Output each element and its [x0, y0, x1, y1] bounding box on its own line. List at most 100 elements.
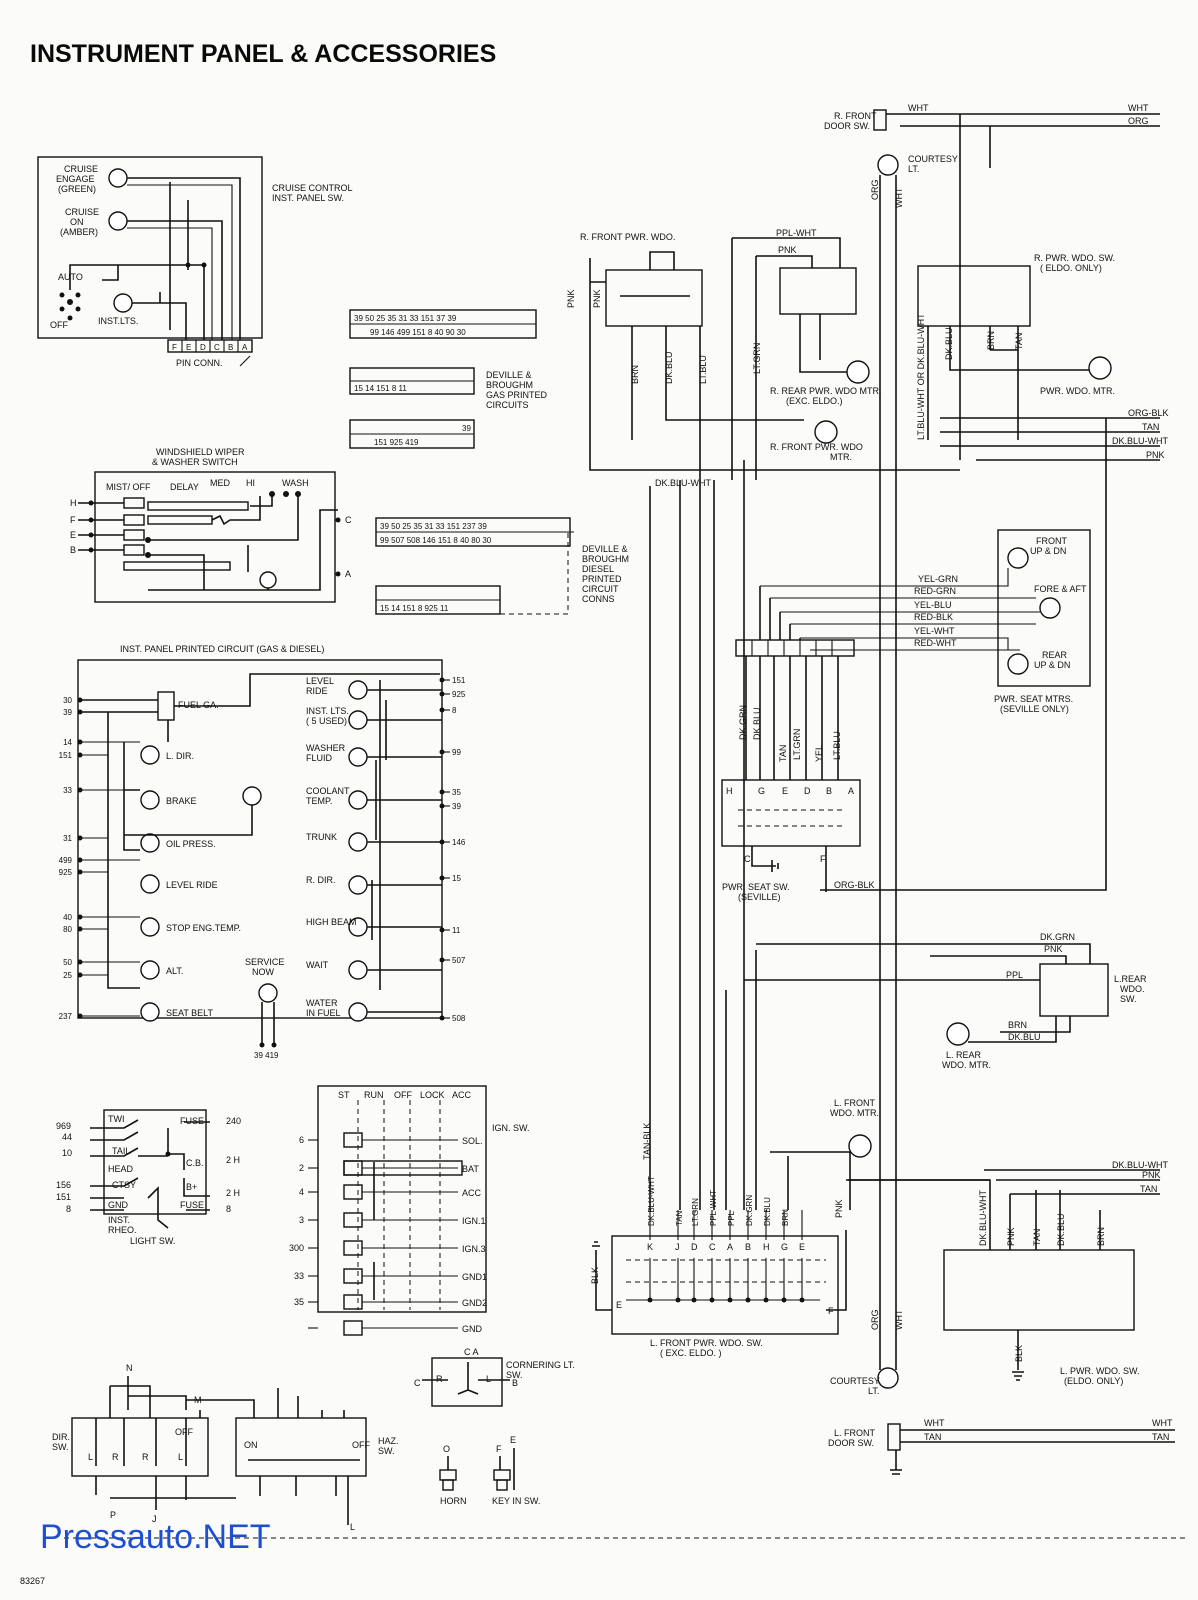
- svg-text:156: 156: [56, 1180, 71, 1190]
- svg-text:( ELDO. ONLY): ( ELDO. ONLY): [1040, 263, 1102, 273]
- svg-text:HAZ.: HAZ.: [378, 1436, 399, 1446]
- svg-text:ORG: ORG: [870, 179, 880, 200]
- svg-text:SW.: SW.: [506, 1370, 523, 1380]
- svg-text:39 419: 39 419: [254, 1051, 279, 1060]
- svg-text:IGN. SW.: IGN. SW.: [492, 1123, 530, 1133]
- r-rear-wdo-motor-icon: [846, 360, 870, 384]
- svg-text:PNK: PNK: [1044, 944, 1063, 954]
- svg-text:TAN: TAN: [1014, 333, 1024, 350]
- lamp-label: LEVEL: [306, 676, 334, 686]
- svg-text:TAN: TAN: [924, 1432, 941, 1442]
- lamp-icon: [348, 832, 368, 852]
- svg-text:HEAD: HEAD: [108, 1164, 134, 1174]
- svg-text:WASH: WASH: [282, 478, 309, 488]
- terminal-label: B: [745, 1242, 751, 1252]
- printed-circuit-tables: 39 50 25 35 31 33 151 37 39 99 146 499 1…: [349, 309, 629, 615]
- svg-text:KEY IN SW.: KEY IN SW.: [492, 1496, 540, 1506]
- svg-text:DK.BLU: DK.BLU: [944, 327, 954, 360]
- svg-text:UP & DN: UP & DN: [1034, 660, 1070, 670]
- svg-text:N: N: [126, 1363, 133, 1373]
- pin-label: 33: [63, 786, 72, 795]
- svg-text:R. REAR PWR. WDO MTR.: R. REAR PWR. WDO MTR.: [770, 386, 882, 396]
- lamp-icon: [140, 745, 160, 765]
- fore-aft-motor-icon: [1039, 597, 1061, 619]
- svg-text:A: A: [848, 786, 854, 796]
- svg-text:LOCK: LOCK: [420, 1090, 445, 1100]
- svg-text:E: E: [70, 530, 76, 540]
- inst-lts-lamp-icon: [113, 293, 133, 313]
- svg-text:TAN-BLK: TAN-BLK: [642, 1123, 652, 1160]
- pin-label: 99: [452, 748, 461, 757]
- svg-text:BROUGHM: BROUGHM: [582, 554, 629, 564]
- svg-text:YEL: YEL: [814, 745, 824, 762]
- svg-text:A: A: [242, 343, 248, 352]
- svg-text:F: F: [828, 1306, 834, 1316]
- wire-color-label: TAN: [675, 1210, 684, 1226]
- svg-text:TAN: TAN: [1140, 1184, 1157, 1194]
- lamp-label: OIL PRESS.: [166, 839, 216, 849]
- svg-text:GND: GND: [108, 1200, 129, 1210]
- pin-label: 146: [452, 838, 466, 847]
- cruise-engage-lamp-icon: [108, 168, 128, 188]
- svg-text:MTR.: MTR.: [830, 452, 852, 462]
- svg-text:LT.: LT.: [908, 164, 919, 174]
- pin-label: 39: [452, 802, 461, 811]
- svg-text:L. PWR. WDO. SW.: L. PWR. WDO. SW.: [1060, 1366, 1140, 1376]
- svg-text:R. FRONT PWR. WDO.: R. FRONT PWR. WDO.: [580, 232, 675, 242]
- svg-text:WHT: WHT: [1128, 103, 1149, 113]
- svg-text:DK.BLU: DK.BLU: [752, 707, 762, 740]
- lamp-icon: [348, 960, 368, 980]
- svg-text:DOOR SW.: DOOR SW.: [828, 1438, 874, 1448]
- svg-text:BRN: BRN: [630, 365, 640, 384]
- svg-text:15 14 151 8 11: 15 14 151 8 11: [354, 384, 407, 393]
- pin-label: 40: [63, 913, 72, 922]
- svg-text:DK.BLU-WHT: DK.BLU-WHT: [1112, 1160, 1169, 1170]
- lamp-icon: [348, 1002, 368, 1022]
- lamp-label: BRAKE: [166, 796, 197, 806]
- r-courtesy-lamp-icon: [877, 154, 899, 176]
- svg-text:MIST/ OFF: MIST/ OFF: [106, 482, 151, 492]
- lamp-label: SEAT BELT: [166, 1008, 214, 1018]
- ign-pin-label: 3: [299, 1215, 304, 1225]
- lamp-label: FLUID: [306, 753, 333, 763]
- wire-color-label: DK.BLU: [763, 1197, 772, 1226]
- wire-color-label: PPL-WHT: [709, 1190, 718, 1226]
- figure-number: 83267: [20, 1576, 45, 1586]
- ignition-switch: ST RUN OFF LOCK ACC IGN. SW. 62433003335…: [289, 1085, 530, 1336]
- svg-text:PNK: PNK: [834, 1199, 844, 1218]
- lamp-label: WAIT: [306, 960, 329, 970]
- ign-pin-label: 2: [299, 1163, 304, 1173]
- terminal-label: J: [675, 1242, 680, 1252]
- svg-text:ON: ON: [244, 1440, 258, 1450]
- lamp-icon: [140, 960, 160, 980]
- svg-text:PPL: PPL: [1006, 970, 1023, 980]
- svg-text:P: P: [110, 1510, 116, 1520]
- svg-text:LT.BLU: LT.BLU: [832, 731, 842, 760]
- svg-text:CTSY: CTSY: [112, 1180, 136, 1190]
- svg-text:PNK: PNK: [1006, 1227, 1016, 1246]
- svg-text:YEL-BLU: YEL-BLU: [914, 600, 952, 610]
- pin-label: 151: [452, 676, 466, 685]
- ign-pin-label: 300: [289, 1243, 304, 1253]
- svg-text:B: B: [70, 545, 76, 555]
- svg-text:(EXC. ELDO.): (EXC. ELDO.): [786, 396, 843, 406]
- svg-text:DOOR SW.: DOOR SW.: [824, 121, 870, 131]
- svg-text:RHEO.: RHEO.: [108, 1225, 137, 1235]
- svg-text:D: D: [200, 343, 206, 352]
- terminal-label: K: [647, 1242, 653, 1252]
- svg-text:WHT: WHT: [894, 1309, 904, 1330]
- page-title: INSTRUMENT PANEL & ACCESSORIES: [30, 40, 496, 68]
- svg-text:DK.BLU: DK.BLU: [1056, 1213, 1066, 1246]
- svg-text:(SEVILLE): (SEVILLE): [738, 892, 781, 902]
- svg-text:LIGHT SW.: LIGHT SW.: [130, 1236, 175, 1246]
- svg-text:ON: ON: [70, 217, 84, 227]
- svg-text:F: F: [496, 1444, 502, 1454]
- svg-text:RUN: RUN: [364, 1090, 384, 1100]
- svg-text:BLK: BLK: [590, 1267, 600, 1284]
- svg-text:INST.LTS.: INST.LTS.: [98, 316, 138, 326]
- svg-text:COURTESY: COURTESY: [830, 1376, 880, 1386]
- lamp-label: R. DIR.: [306, 875, 336, 885]
- wire-color-label: BRN: [781, 1209, 790, 1226]
- svg-text:BLK: BLK: [1014, 1345, 1024, 1362]
